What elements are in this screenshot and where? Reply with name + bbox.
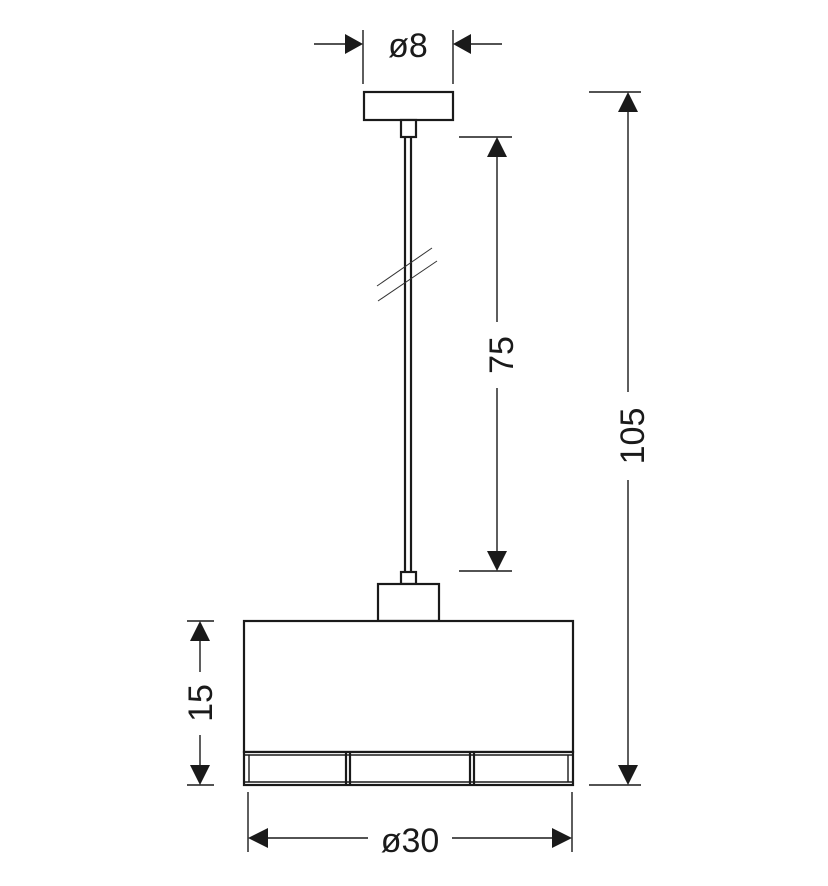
cord-length-dimension: 75 (459, 136, 521, 572)
cord-length-label: 75 (483, 336, 521, 374)
canopy (362, 90, 455, 122)
canopy-diameter-label: ø8 (388, 27, 428, 65)
lamp-body (242, 90, 575, 787)
socket (376, 582, 441, 623)
total-height-dimension: 105 (589, 91, 652, 786)
total-height-label: 105 (614, 408, 652, 465)
shade-height-label: 15 (182, 684, 220, 722)
shade (242, 619, 575, 754)
bottom-connector (399, 570, 418, 586)
shade-diameter-dimension: ø30 (247, 792, 573, 860)
shade-diameter-label: ø30 (381, 822, 440, 860)
shade-band (242, 750, 575, 787)
break-mark (376, 247, 433, 287)
top-connector (399, 118, 418, 139)
canopy-diameter-dimension: ø8 (314, 27, 502, 84)
shade-height-dimension: 15 (182, 620, 220, 786)
